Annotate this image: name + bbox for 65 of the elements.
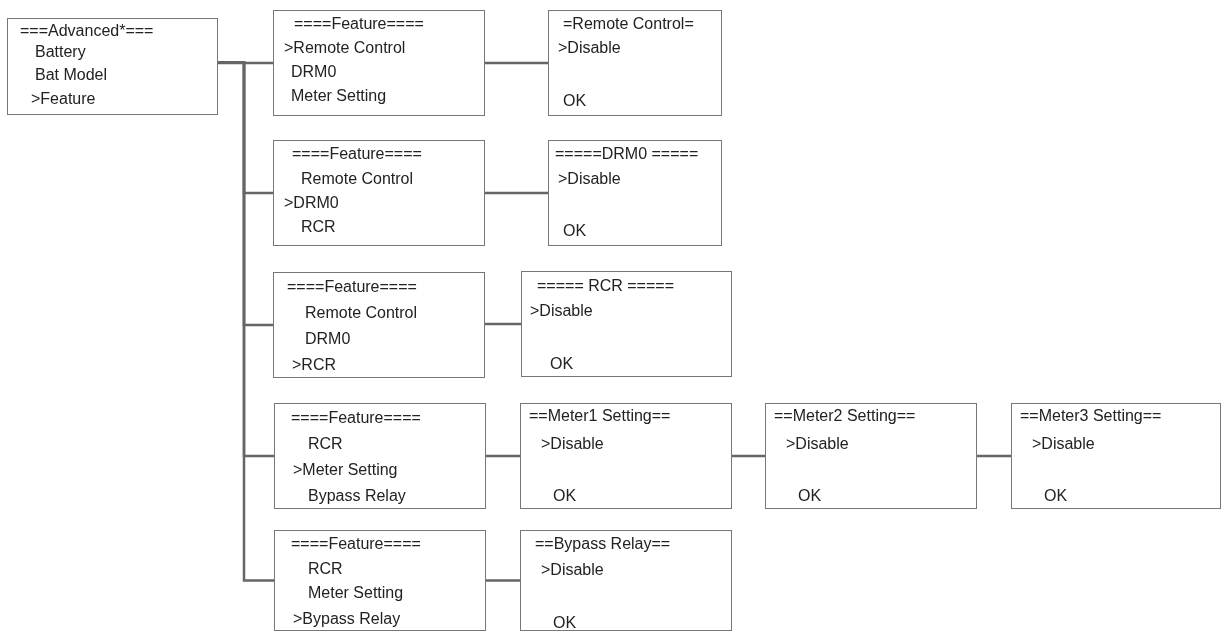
menu-item: RCR <box>301 217 336 237</box>
menu-item: Bypass Relay <box>308 486 406 506</box>
menu-item: Remote Control <box>305 303 418 323</box>
connector-line <box>486 454 520 458</box>
screen-title: ===Advanced*=== <box>20 21 154 41</box>
menu-screen-box <box>520 530 732 631</box>
connector-line <box>486 579 520 582</box>
menu-item: OK <box>553 613 577 631</box>
menu-item: >DRM0 <box>284 193 339 213</box>
menu-item: Battery <box>35 42 86 62</box>
menu-item: >Disable <box>786 434 849 454</box>
menu-screen-box <box>520 403 732 509</box>
screen-title: ====Feature==== <box>287 277 417 297</box>
menu-item: >Meter Setting <box>293 460 398 480</box>
connector-line <box>485 322 521 326</box>
menu-screen-box <box>274 403 486 509</box>
menu-item: >Remote Control <box>284 38 406 58</box>
menu-item: >Disable <box>541 560 604 580</box>
menu-screen-box <box>273 140 485 246</box>
menu-screen-box <box>521 271 732 377</box>
menu-item: OK <box>563 221 587 241</box>
connector-line <box>485 61 548 65</box>
menu-item: >RCR <box>292 355 336 375</box>
menu-item: Meter Setting <box>291 86 387 106</box>
menu-item: >Disable <box>541 434 604 454</box>
screen-title: ==Meter1 Setting== <box>529 406 671 426</box>
menu-item: DRM0 <box>305 329 351 349</box>
menu-item: >Feature <box>31 89 96 109</box>
menu-item: RCR <box>308 559 343 579</box>
menu-screen-box <box>7 18 218 115</box>
screen-title: ====Feature==== <box>292 144 422 164</box>
menu-item: OK <box>553 486 577 506</box>
menu-item: OK <box>798 486 822 506</box>
menu-item: RCR <box>308 434 343 454</box>
connector-line <box>977 454 1011 458</box>
menu-item: >Disable <box>530 301 593 321</box>
menu-item: OK <box>550 354 574 374</box>
menu-item: Meter Setting <box>308 583 404 603</box>
menu-item: Bat Model <box>35 65 108 85</box>
menu-item: >Disable <box>558 38 621 58</box>
screen-title: =Remote Control= <box>563 14 694 34</box>
screen-title: ==Meter2 Setting== <box>774 406 916 426</box>
menu-screen-box <box>765 403 977 509</box>
menu-item: OK <box>563 91 587 111</box>
connector-line <box>485 191 548 195</box>
menu-screen-box <box>1011 403 1221 509</box>
menu-item: OK <box>1044 486 1068 506</box>
menu-screen-box <box>548 10 722 116</box>
menu-item: >Disable <box>1032 434 1095 454</box>
screen-title: ===== RCR ===== <box>537 276 674 296</box>
screen-title: ====Feature==== <box>291 534 421 554</box>
menu-item: DRM0 <box>291 62 337 82</box>
menu-screen-box <box>273 272 485 378</box>
menu-screen-box <box>274 530 486 631</box>
connector-line <box>732 454 765 458</box>
menu-item: >Disable <box>558 169 621 189</box>
screen-title: =====DRM0 ===== <box>555 144 699 164</box>
screen-title: ====Feature==== <box>291 408 421 428</box>
menu-screen-box <box>273 10 485 116</box>
screen-title: ====Feature==== <box>294 14 424 34</box>
menu-item: >Bypass Relay <box>293 609 401 629</box>
menu-screen-box <box>548 140 722 246</box>
menu-item: Remote Control <box>301 169 414 189</box>
screen-title: ==Bypass Relay== <box>535 534 671 554</box>
screen-title: ==Meter3 Setting== <box>1020 406 1162 426</box>
